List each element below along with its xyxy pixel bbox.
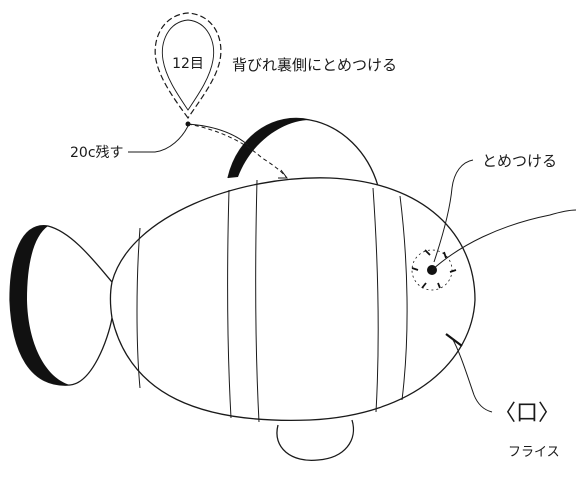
leave-tail-label: 20c残す [70,145,124,161]
chain-loop: 12目 [154,12,222,127]
eye-stitch-ring [411,249,453,291]
yarn-solid-lead [187,123,249,146]
stitch-note-label: フライス [508,445,560,460]
chain-count-label: 12目 [172,56,204,72]
stripe-line-5 [399,195,408,401]
attach-eye-label: とめつける [482,152,557,170]
dorsal-fin-black-edge [228,118,310,178]
mouth-label: 〈口〉 [494,401,560,426]
stripe-line-1 [136,227,141,389]
fish-body [109,177,476,423]
attach-eye-leader [433,159,474,263]
eye-leader-right [431,209,576,271]
stripe-line-4 [372,187,379,413]
yarn-arrowhead [278,169,288,179]
yarn-to-dorsal-fin [187,123,287,178]
mouth-stitch [445,333,463,347]
dorsal-fin [227,117,379,187]
stripe-line-2 [227,189,232,419]
body-outline [109,177,476,422]
bottom-fin [276,419,354,461]
chain-loop-outline [154,12,222,120]
chain-loop-inner [161,19,215,111]
mouth-leader [451,337,493,413]
tail-fin-black-edge [10,225,70,386]
tail-fin [9,225,113,386]
attach-back-fin-label: 背びれ裏側にとめつける [232,56,397,74]
stripe-line-3 [255,179,260,423]
leave-tail-leader [128,125,189,153]
